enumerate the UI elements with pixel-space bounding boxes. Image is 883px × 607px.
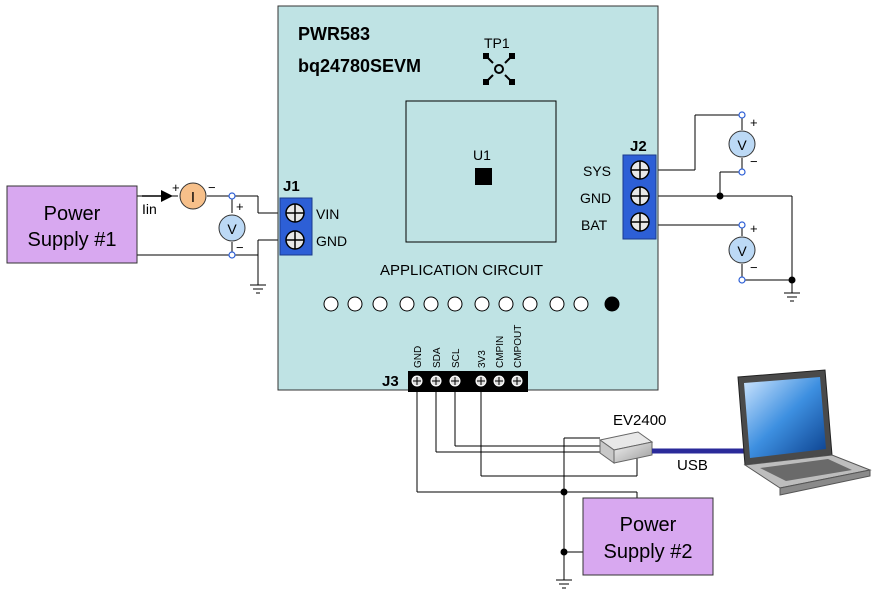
ammeter-plus: + [172,180,180,195]
node [228,251,236,259]
u1-outline [405,100,557,243]
node [738,276,746,284]
pad [549,296,565,312]
j1-pin-gnd: GND [316,233,347,249]
j3-connector [408,371,528,392]
ground-icon [556,579,572,589]
pad [474,296,490,312]
testpoint-icon [483,53,515,85]
pad [372,296,388,312]
power-supply-1-line1: Power [44,203,101,225]
ammeter-symbol: I [191,189,195,206]
ammeter-minus: − [208,180,216,195]
voltmeter-bat-icon [728,236,756,264]
u1-label: U1 [473,147,491,163]
usb-label: USB [677,457,708,474]
pad [522,296,538,312]
j2-pin-sys: SYS [583,163,611,179]
j3-pin-gnd: GND [413,346,424,368]
voltmeter-input-minus: − [236,240,244,255]
j2-label: J2 [630,138,647,155]
power-supply-1-line2: Supply #1 [28,229,117,251]
node [738,168,746,176]
junction-dot [716,192,724,200]
j3-pin-3v3: 3V3 [477,350,488,368]
j1-screws [285,203,305,250]
voltmeter-bat-symbol: V [737,243,747,259]
ev2400-adapter-icon [598,431,654,464]
iin-label: Iin [142,201,157,217]
j2-pin-bat: BAT [581,217,608,233]
power-supply-2-line1: Power [620,514,677,536]
junction-dot [788,276,796,284]
board-title-line2: bq24780SEVM [298,56,421,76]
voltmeter-sys-minus: − [750,154,758,169]
node [738,111,746,119]
pad [498,296,514,312]
voltmeter-sys-symbol: V [737,137,747,153]
voltmeter-bat-plus: + [750,221,758,236]
u1-chip [475,168,492,185]
power-supply-1 [6,185,138,264]
j2-pin-gnd: GND [580,190,611,206]
tp1-label: TP1 [484,35,510,51]
node [738,221,746,229]
ground-icon [250,284,266,294]
j3-label: J3 [382,373,399,390]
pad [323,296,339,312]
junction-dot [560,548,568,556]
j3-pin-cmpin: CMPIN [495,336,506,368]
j1-pin-vin: VIN [316,206,339,222]
pad [447,296,463,312]
voltmeter-input-plus: + [236,199,244,214]
j3-pins [411,375,523,387]
junction-dot [560,488,568,496]
power-supply-2-line2: Supply #2 [604,541,693,563]
voltmeter-sys-plus: + [750,115,758,130]
voltmeter-bat-minus: − [750,260,758,275]
ev2400-label: EV2400 [613,412,666,429]
pad-row [323,296,620,312]
pad [347,296,363,312]
pad [423,296,439,312]
pad [399,296,415,312]
ammeter-icon [179,182,207,210]
pad-filled [604,296,620,312]
voltmeter-sys-icon [728,130,756,158]
pad [573,296,589,312]
board-title-line1: PWR583 [298,24,370,44]
ground-icon [784,292,800,302]
evm-board [277,5,659,391]
node [228,192,236,200]
power-supply-2 [582,497,714,576]
j3-pin-scl: SCL [451,348,462,368]
j1-label: J1 [283,178,300,195]
j3-pin-cmpout: CMPOUT [513,325,524,368]
j2-screws [630,160,650,232]
voltmeter-input-symbol: V [227,221,237,237]
application-circuit-label: APPLICATION CIRCUIT [380,262,543,279]
wires [137,114,793,580]
laptop-icon [737,369,872,496]
j3-pin-sda: SDA [432,347,443,368]
voltmeter-input-icon [218,214,246,242]
